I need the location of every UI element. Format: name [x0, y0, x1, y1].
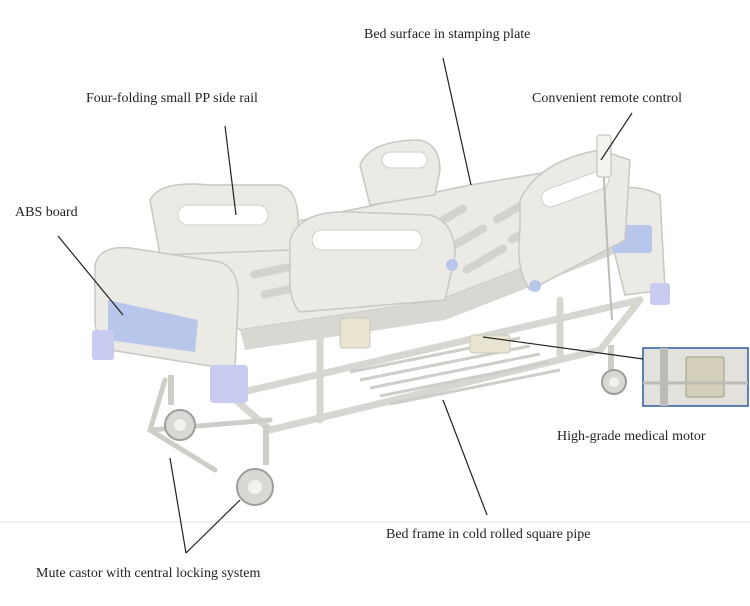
label-bed-frame: Bed frame in cold rolled square pipe — [386, 527, 591, 542]
label-castor: Mute castor with central locking system — [36, 566, 261, 581]
leader-remote — [600, 112, 633, 161]
leader-castor-a — [169, 457, 187, 554]
label-side-rail: Four-folding small PP side rail — [86, 91, 258, 106]
leader-motor — [482, 336, 644, 360]
castor-front-right — [236, 425, 274, 506]
leader-abs — [57, 235, 124, 316]
label-remote-control: Convenient remote control — [532, 91, 683, 106]
abs-foot-board — [92, 246, 248, 403]
leader-lines — [57, 57, 644, 554]
label-bed-surface: Bed surface in stamping plate — [364, 27, 531, 42]
under-shelf — [349, 336, 561, 406]
motor-inset — [642, 347, 749, 407]
side-rail-front-left — [288, 211, 458, 313]
castors — [164, 345, 627, 506]
castor-front-left — [164, 375, 196, 441]
side-rail-back-right — [359, 139, 441, 206]
leader-surface — [442, 57, 472, 186]
castor-back-right — [601, 345, 627, 395]
leader-castor-b — [185, 499, 241, 554]
label-abs-board: ABS board — [15, 205, 78, 220]
side-rail-front-right — [518, 149, 631, 292]
label-medical-motor: High-grade medical motor — [557, 429, 706, 444]
leader-rail — [224, 125, 237, 216]
side-rail-back-left — [149, 183, 299, 256]
leader-frame — [442, 399, 488, 516]
